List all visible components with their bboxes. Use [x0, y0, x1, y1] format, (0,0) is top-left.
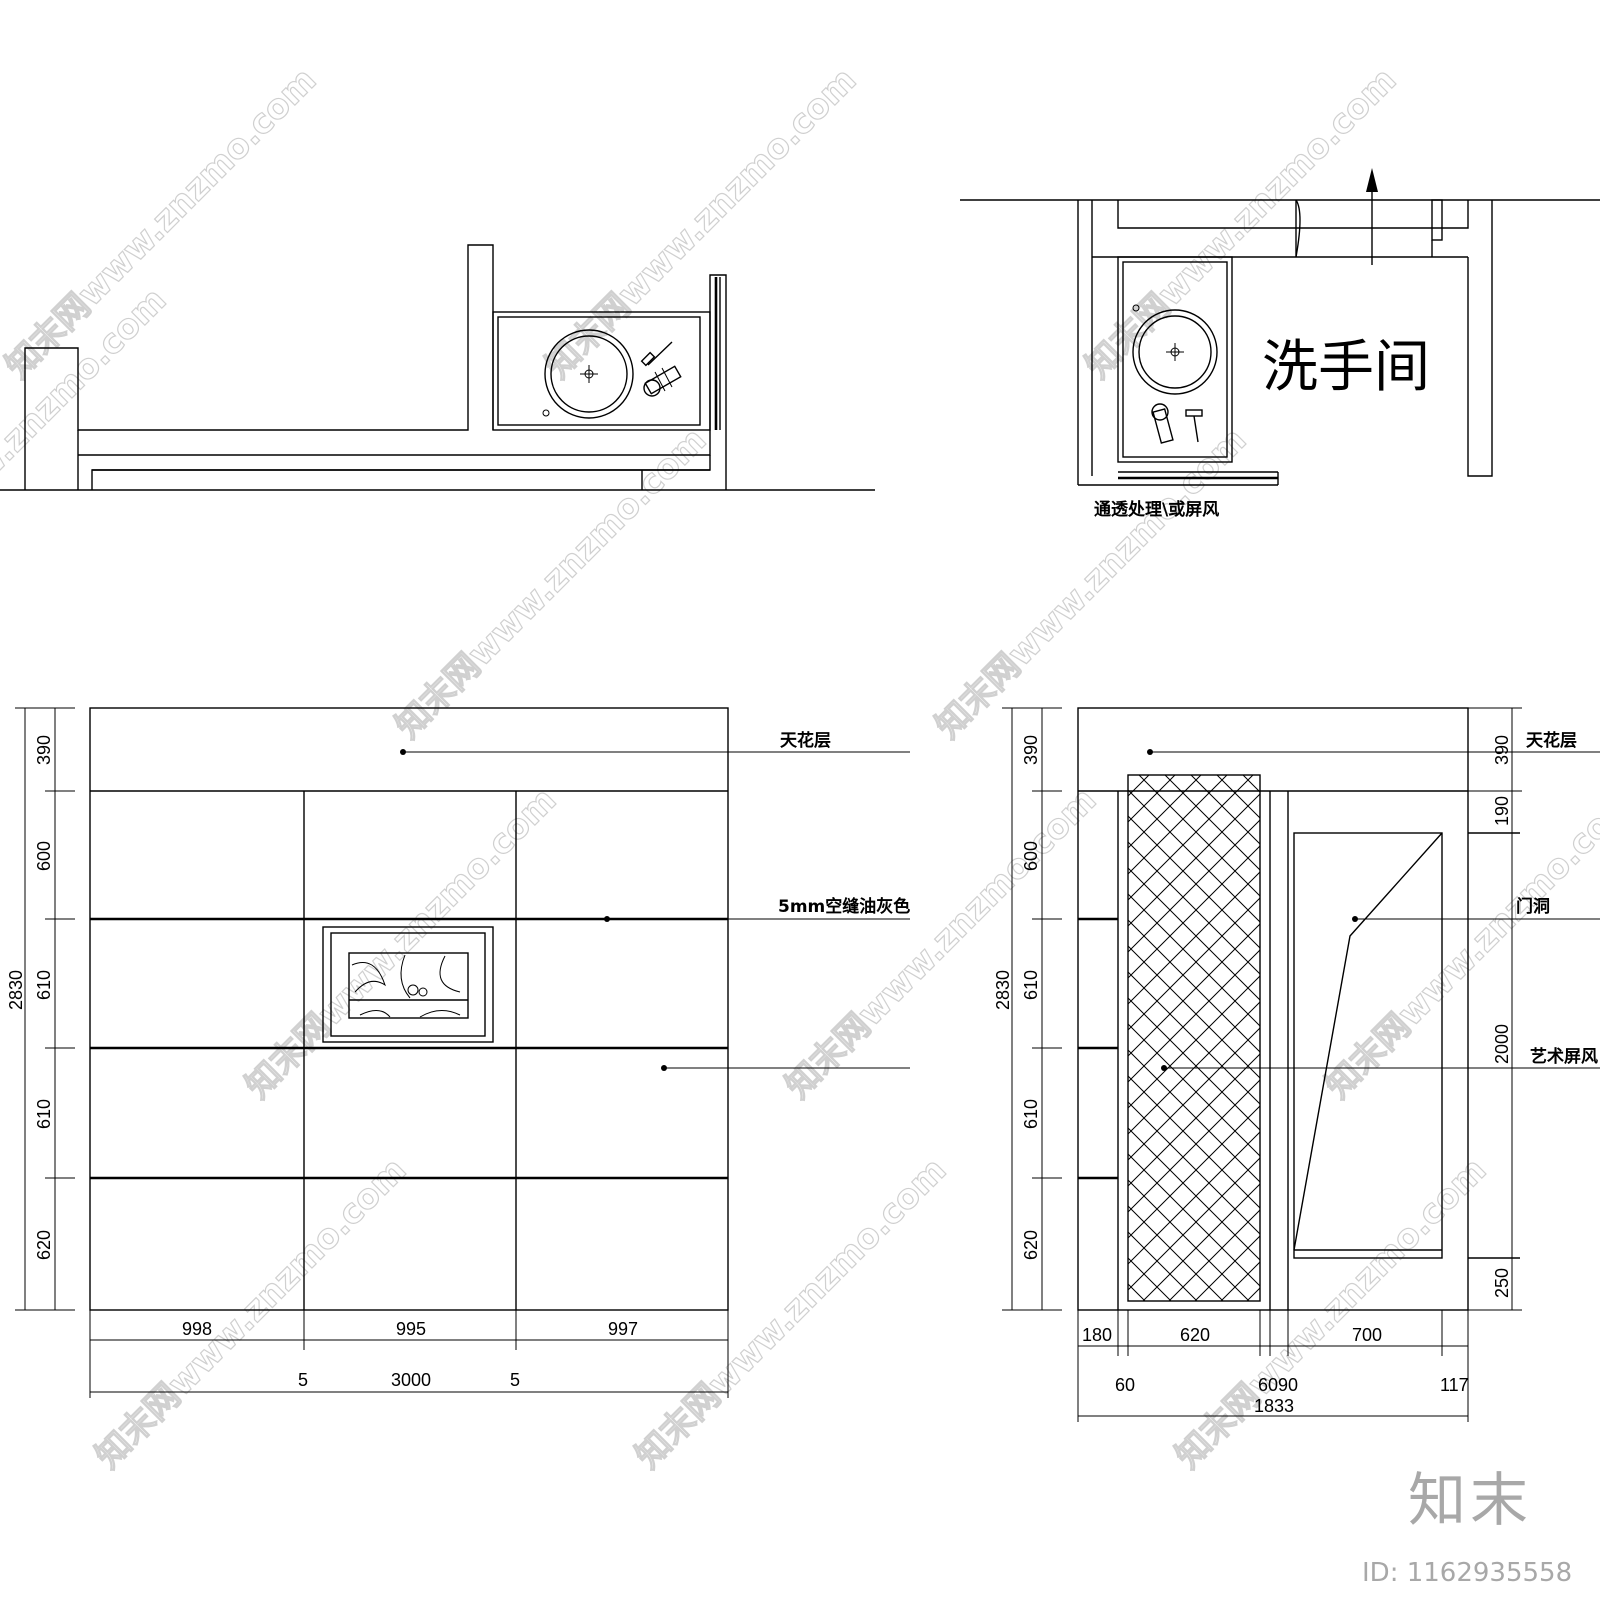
picture-frame-inner	[330, 932, 486, 1037]
dim-right: 390	[1492, 735, 1512, 765]
callout-ceiling: 天花层	[780, 730, 831, 751]
drain-icon	[584, 369, 594, 379]
art-screen	[1127, 774, 1261, 1302]
dim-bottom: 180	[1082, 1325, 1112, 1345]
watermark-text: 知末网www.znzmo.com	[0, 60, 324, 386]
picture-detail	[418, 987, 428, 997]
dim-bottom: 620	[1180, 1325, 1210, 1345]
dim-total-height: 2830	[6, 970, 26, 1010]
callout-art-screen: 艺术屏风	[1530, 1046, 1598, 1067]
wall-line	[1467, 200, 1493, 477]
dim-row: 610	[1021, 1099, 1041, 1129]
dim-bottom: 60	[1115, 1375, 1135, 1395]
watermark-text: 知末网www.znzmo.com	[538, 60, 864, 386]
callout-door-opening: 门洞	[1516, 896, 1550, 917]
counter-edge	[91, 455, 711, 490]
watermark-text: 知末网www.znzmo.com	[928, 420, 1254, 746]
dim-bottom: 700	[1352, 1325, 1382, 1345]
dim-row: 620	[1021, 1230, 1041, 1260]
callout-ceiling: 天花层	[1526, 730, 1577, 751]
picture-detail	[351, 962, 386, 993]
dim-right: 250	[1492, 1268, 1512, 1298]
picture-detail	[407, 984, 419, 996]
tap-hole	[1132, 304, 1140, 312]
jamb	[1431, 199, 1443, 241]
dim-row: 620	[34, 1230, 54, 1260]
dim-col: 997	[608, 1319, 638, 1339]
vanity-top	[492, 311, 711, 431]
brush-icon	[1151, 403, 1174, 444]
vanity-top-inner	[1122, 261, 1228, 458]
dim-row: 600	[34, 841, 54, 871]
art-screen-lattice	[1128, 775, 1260, 1301]
dim-row: 390	[34, 735, 54, 765]
basin-icon	[544, 329, 634, 419]
vanity-top	[1117, 256, 1233, 463]
dim-col: 995	[396, 1319, 426, 1339]
dim-right: 190	[1492, 796, 1512, 826]
dim-right: 2000	[1492, 1024, 1512, 1064]
wall-line	[1117, 200, 1469, 229]
basin-icon	[1132, 309, 1218, 395]
wall-outline	[1077, 707, 1469, 1311]
watermark-layer: 知末网www.znzmo.com 知末网www.znzmo.com 知末网www…	[0, 60, 1600, 1477]
callout-dot	[400, 749, 406, 755]
picture-frame	[322, 926, 494, 1043]
razor-icon	[640, 341, 673, 367]
door-opening	[1293, 832, 1443, 1259]
screen-note: 通透处理\或屏风	[1094, 499, 1219, 520]
dim-gap: 5	[510, 1370, 520, 1390]
picture-detail	[439, 955, 461, 993]
dim-bottom: 6090	[1258, 1375, 1298, 1395]
callout-dot	[1161, 1065, 1167, 1071]
dim-total-height: 2830	[993, 970, 1013, 1010]
image-id: ID: 1162935558	[1362, 1558, 1572, 1588]
dim-row: 610	[34, 970, 54, 1000]
picture	[348, 952, 469, 1019]
watermark-text: 知末网www.znzmo.com	[628, 1150, 954, 1476]
callout-dot	[661, 1065, 667, 1071]
dim-gap: 5	[298, 1370, 308, 1390]
door-swing	[1293, 832, 1443, 1251]
picture-detail	[400, 954, 411, 999]
elevation-left: 天花层 5mm空缝油灰色 2830 390 600 610 610 620 99…	[6, 707, 910, 1398]
elevation-right: 天花层 门洞 艺术屏风 2830 390 600 610 610 620 390…	[993, 707, 1600, 1422]
dim-row: 610	[1021, 970, 1041, 1000]
drain-icon	[1170, 347, 1180, 357]
razor-icon	[1185, 409, 1203, 443]
brush-icon	[643, 365, 682, 397]
brand-logo: 知末	[1408, 1466, 1532, 1534]
callout-dot	[1147, 749, 1153, 755]
room-name: 洗手间	[1262, 335, 1430, 400]
watermark-text: 知末网www.znzmo.com	[88, 1150, 414, 1476]
dim-total-width: 1833	[1254, 1396, 1294, 1416]
branding: 知末 ID: 1162935558	[1362, 1466, 1572, 1588]
watermark-text: 知末网www.znzmo.com	[388, 420, 714, 746]
callout-dot	[604, 916, 610, 922]
watermark-text: 知末网www.znzmo.com	[778, 780, 1104, 1106]
door-swing-arc	[1295, 199, 1301, 258]
wall-outline	[24, 244, 494, 490]
dim-total-width: 3000	[391, 1370, 431, 1390]
arrow-head-icon	[1366, 168, 1378, 192]
callout-gap: 5mm空缝油灰色	[778, 896, 910, 917]
picture-detail	[359, 1010, 461, 1018]
callout-dot	[1352, 916, 1358, 922]
wall-outline	[89, 707, 729, 1311]
basin-inner	[550, 335, 628, 413]
dim-row: 390	[1021, 735, 1041, 765]
plan-left	[0, 244, 875, 491]
tap-hole	[542, 409, 550, 417]
dim-row: 610	[34, 1099, 54, 1129]
dim-bottom: 117	[1440, 1375, 1469, 1395]
wall-segment	[78, 274, 727, 490]
plan-right: 洗手间 通透处理\或屏风	[960, 168, 1600, 520]
dim-row: 600	[1021, 841, 1041, 871]
dim-col: 998	[182, 1319, 212, 1339]
basin-inner	[1138, 315, 1212, 389]
vanity-top-inner	[497, 316, 701, 426]
